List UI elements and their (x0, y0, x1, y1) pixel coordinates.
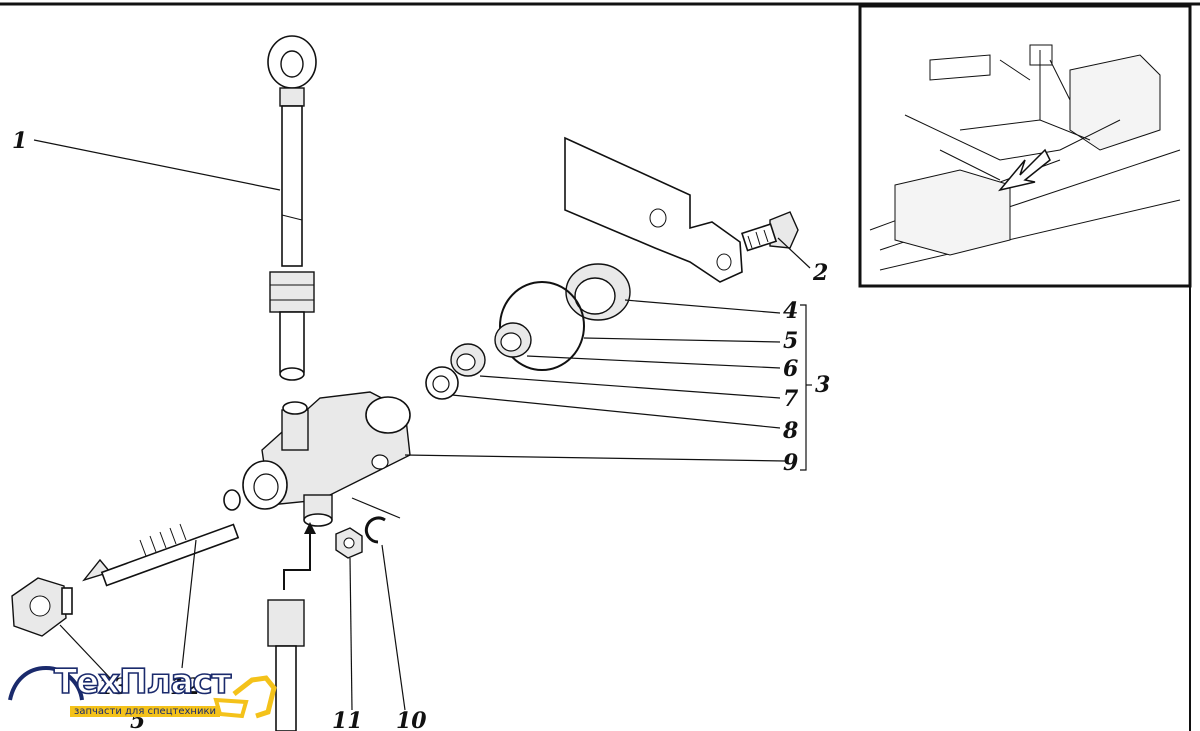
part-4-nut (565, 263, 631, 321)
callout-6: 6 (783, 356, 798, 382)
part-6-sleeve (494, 322, 532, 358)
part-13-plug (11, 577, 73, 637)
location-inset (858, 4, 1192, 288)
callout-3: 3 (815, 372, 830, 398)
part-8-washer (425, 366, 459, 400)
callout-8: 8 (782, 418, 798, 444)
callout-1: 1 (12, 128, 27, 154)
callout-12: 12 (170, 674, 201, 700)
watermark-logo: ТехПласт запчасти для спецтехники (6, 654, 296, 728)
part-1-banjo-pipe (267, 35, 317, 381)
mounting-bracket (564, 136, 743, 283)
part-9-valve-body (242, 391, 411, 527)
callout-4: 4 (783, 298, 798, 324)
arrow-indicator-icon (998, 148, 1051, 192)
part-12-valve-stem (82, 489, 241, 587)
watermark-tagline: запчасти для спецтехники (70, 706, 220, 717)
callout-11: 11 (332, 708, 363, 731)
callout-9: 9 (783, 450, 798, 476)
callout-13: 13 (98, 674, 129, 700)
lower-pipe (267, 522, 316, 731)
part-11-nut (335, 527, 363, 559)
part-5-ring (499, 281, 585, 371)
part-7-nipple (450, 343, 486, 377)
callout-10: 10 (396, 708, 427, 731)
callout-2: 2 (812, 260, 828, 286)
part-10-snap-ring (364, 516, 386, 544)
leader-lines (33, 139, 812, 711)
watermark-brand: ТехПласт (53, 661, 232, 703)
callout-7: 7 (783, 386, 799, 412)
part-2-bolt (740, 211, 799, 252)
callout-5: 5 (783, 328, 798, 354)
